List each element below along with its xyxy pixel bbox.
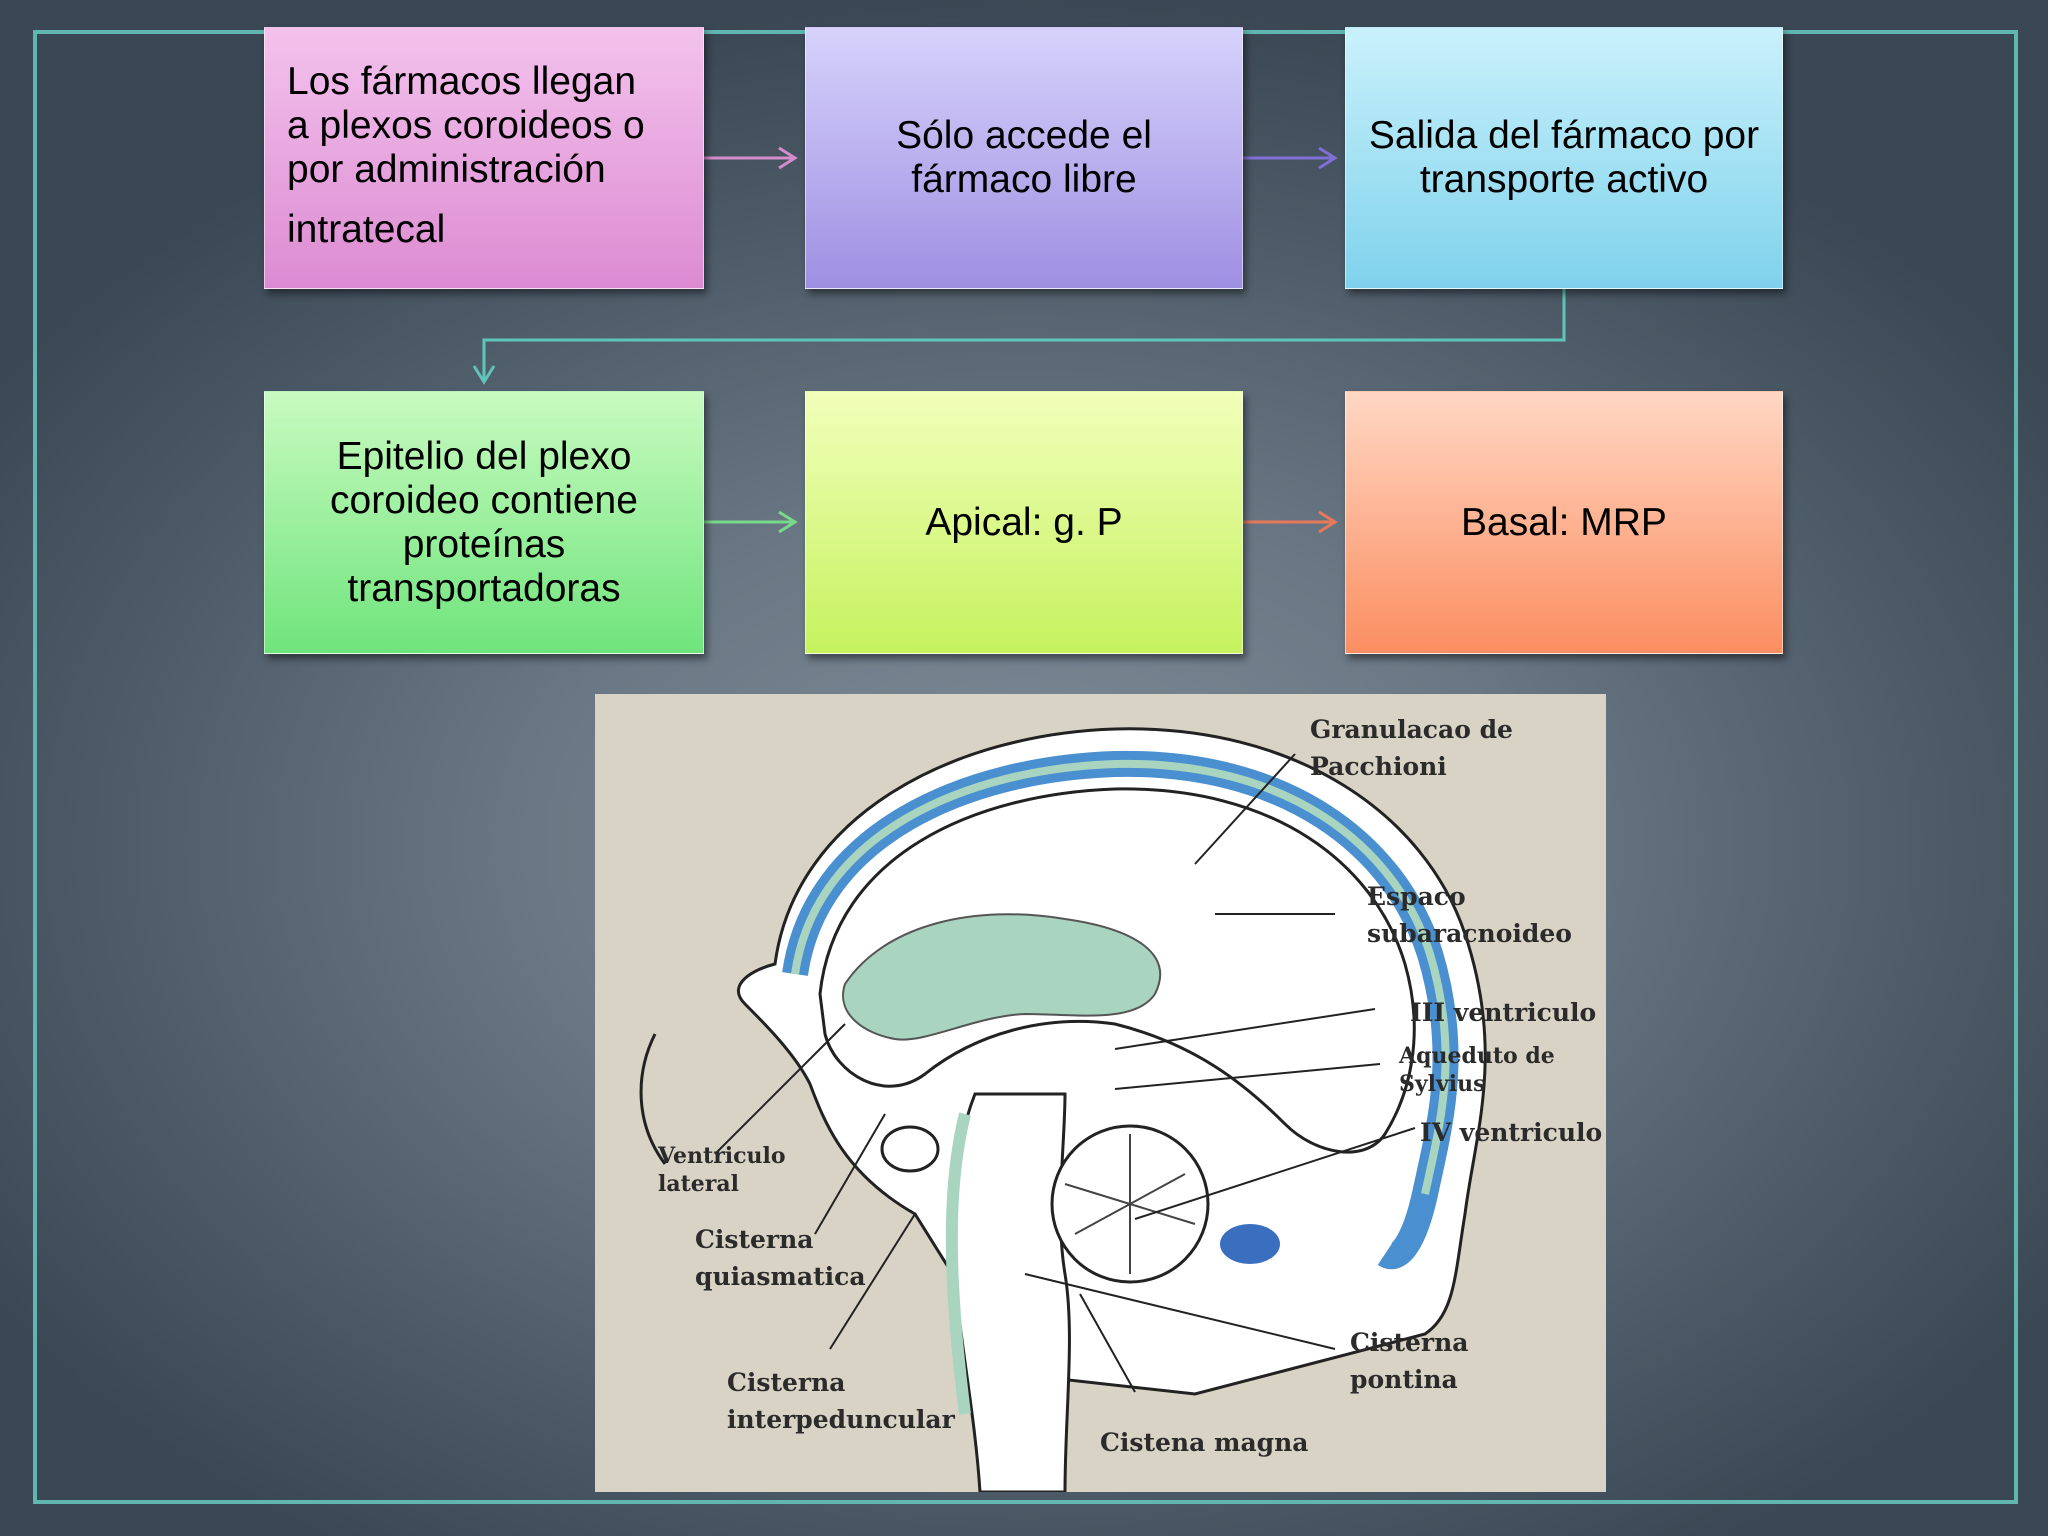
flow-arrows — [472, 146, 1566, 534]
label-cisterna-quiasmatica: Cisterna quiasmatica — [695, 1225, 866, 1291]
label-cisterna-pontina: Cisterna pontina — [1350, 1328, 1469, 1394]
box3-text: Salida del fármaco por transporte activo — [1368, 114, 1760, 201]
brain-drawing — [639, 727, 1487, 1492]
flow-box-apical: Apical: g. P — [805, 391, 1243, 654]
box1-line4: intratecal — [287, 208, 446, 251]
arrow-3-4 — [482, 289, 1566, 380]
label-espaco-subaracnoideo: Espaco subaracnoideo — [1367, 882, 1572, 948]
label-ventriculo-lateral: Ventriculo lateral — [658, 1143, 786, 1197]
flow-box-active-transport: Salida del fármaco por transporte activo — [1345, 27, 1783, 289]
box4-text: Epitelio del plexo coroideo contiene pro… — [330, 434, 638, 610]
brain-csf-illustration: Granulacao de Pacchioni Espaco subaracno… — [595, 694, 1606, 1492]
label-iv-ventriculo: IV ventriculo — [1420, 1118, 1603, 1147]
flow-box-free-drug: Sólo accede el fármaco libre — [805, 27, 1243, 289]
box1-line3: por administración — [287, 148, 606, 191]
label-iii-ventriculo: III ventriculo — [1410, 998, 1597, 1027]
label-granulacao: Granulacao de Pacchioni — [1310, 715, 1513, 781]
box5-text: Apical: g. P — [925, 500, 1123, 544]
flow-box-drug-arrival: Los fármacos llegan a plexos coroideos o… — [264, 27, 704, 289]
label-cisterna-interpeduncular: Cisterna interpeduncular — [727, 1368, 955, 1434]
label-cistena-magna: Cistena magna — [1100, 1428, 1309, 1457]
box6-text: Basal: MRP — [1461, 500, 1667, 544]
flow-box-basal: Basal: MRP — [1345, 391, 1783, 654]
flow-box-epithelium: Epitelio del plexo coroideo contiene pro… — [264, 391, 704, 654]
box1-line1: Los fármacos llegan — [287, 60, 637, 103]
box1-line2: a plexos coroideos o — [287, 104, 645, 147]
box2-text: Sólo accede el fármaco libre — [896, 114, 1152, 201]
label-aqueduto: Aqueduto de Sylvius — [1399, 1043, 1555, 1097]
